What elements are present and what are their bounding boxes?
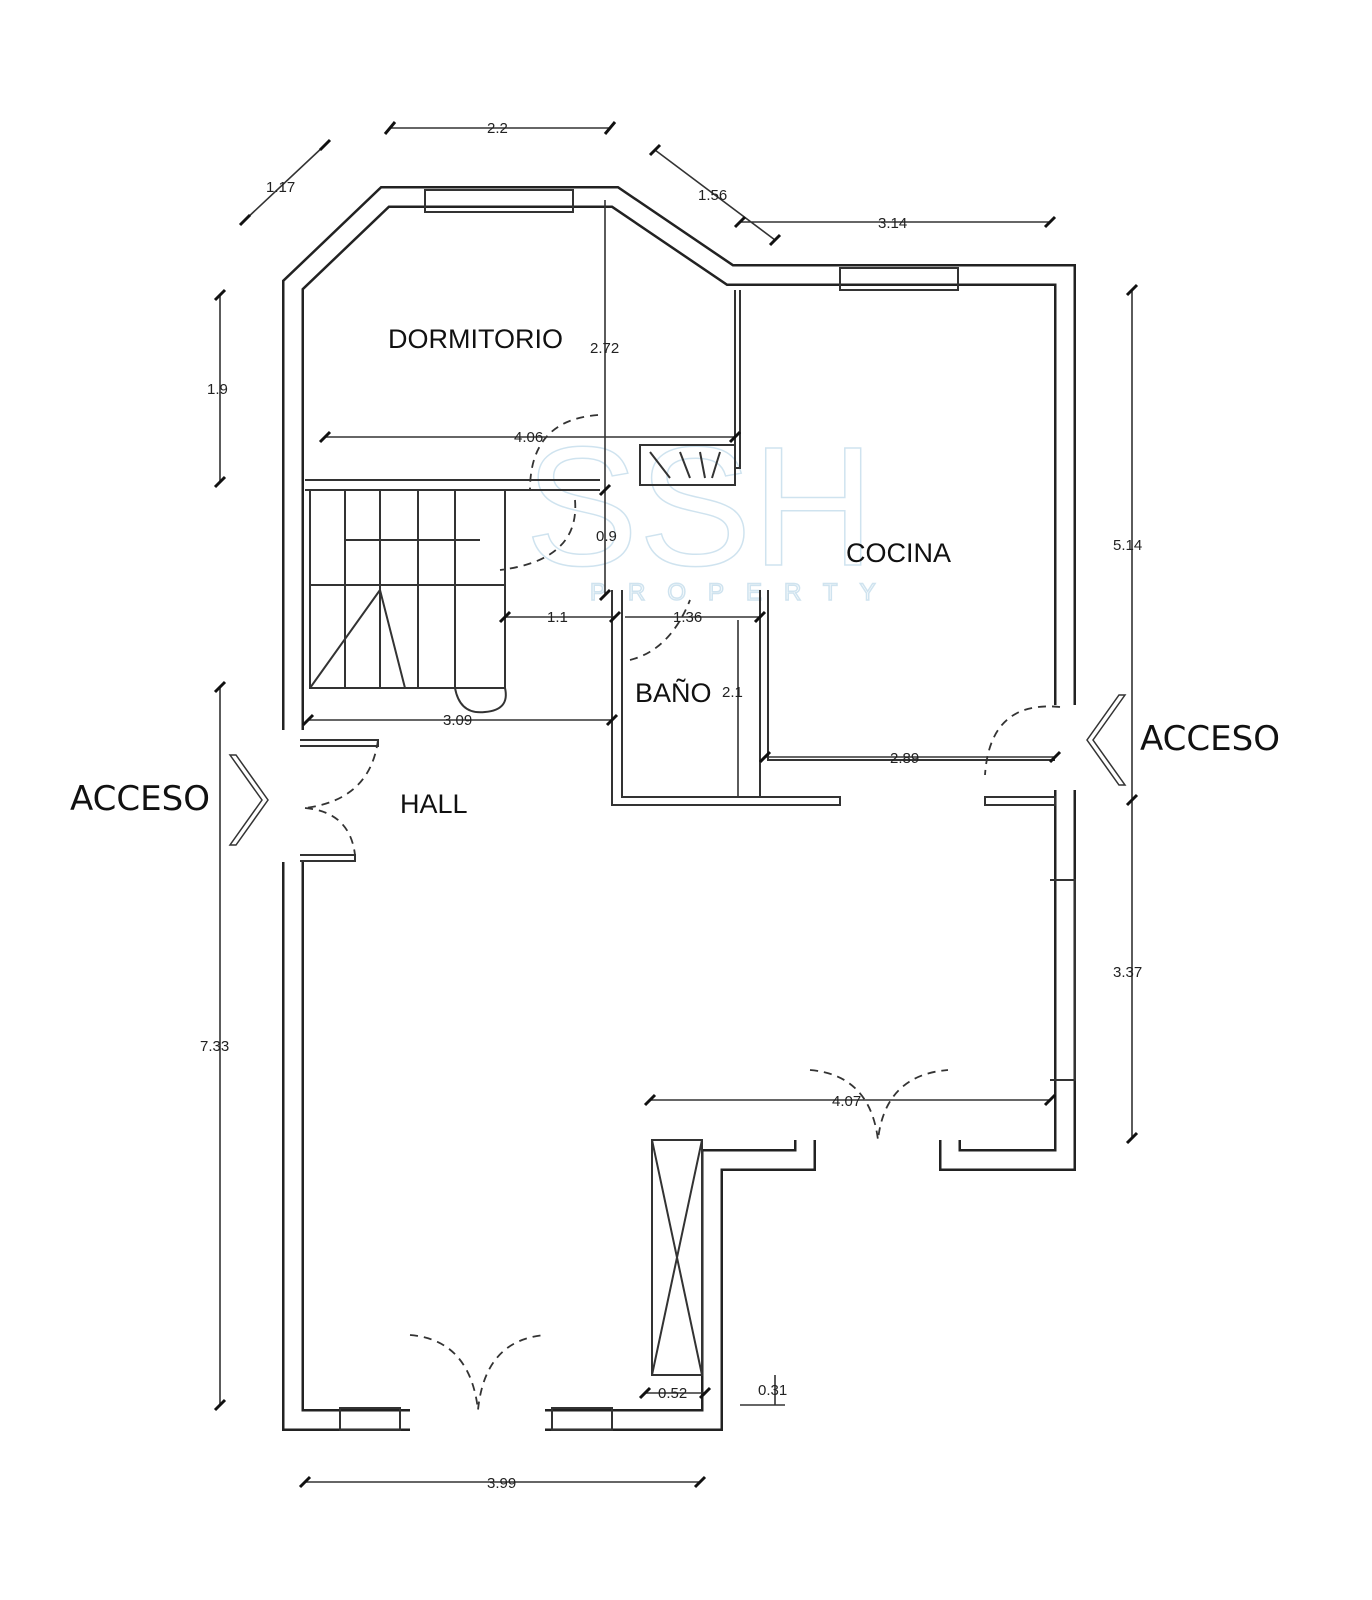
access-label-right: ACCESO: [1140, 719, 1280, 759]
dim-kitchen-top: 3.14: [878, 215, 907, 232]
room-label-cocina: COCINA: [846, 538, 951, 568]
dimension-lines: [213, 121, 1139, 1489]
dim-bedroom-height: 2.72: [590, 340, 619, 357]
dim-bath-width: 1.36: [673, 609, 702, 626]
dimension-labels: 2.2 1.17 1.56 3.14 2.72 1.9 4.06 0.9 1.1…: [200, 120, 1142, 1492]
svg-text:SSH: SSH: [525, 412, 875, 602]
dim-kitchen-width: 2.89: [890, 750, 919, 767]
dim-bedroom-right-diag: 1.56: [698, 187, 727, 204]
access-arrow-right-icon: [1086, 694, 1127, 786]
exterior-walls: [282, 186, 1076, 1431]
dim-pillar: 0.52: [658, 1385, 687, 1402]
dim-kitchen-height: 5.14: [1113, 537, 1142, 554]
dim-bath-height: 2.1: [722, 684, 743, 701]
dim-top-bedroom: 2.2: [487, 120, 508, 137]
dim-right-lower: 3.37: [1113, 964, 1142, 981]
room-label-dormitorio: DORMITORIO: [388, 324, 563, 354]
dim-wall: 0.31: [758, 1382, 787, 1399]
dim-corridor: 0.9: [596, 528, 617, 545]
access-label-left: ACCESO: [70, 779, 210, 819]
room-label-hall: HALL: [400, 789, 468, 819]
dim-bottom: 3.99: [487, 1475, 516, 1492]
dim-bedroom-width: 4.06: [514, 429, 543, 446]
dim-landing: 1.1: [547, 609, 568, 626]
dim-bedroom-left: 1.9: [207, 381, 228, 398]
access-arrow-left-icon: [228, 754, 269, 846]
dim-bedroom-left-diag: 1.17: [266, 179, 295, 196]
svg-text:PROPERTY: PROPERTY: [590, 579, 898, 606]
room-label-bano: BAÑO: [635, 677, 712, 708]
dim-left-total: 7.33: [200, 1038, 229, 1055]
dim-stair-width: 3.09: [443, 712, 472, 729]
interior-walls: [305, 189, 1076, 1431]
dim-lower-width: 4.07: [832, 1093, 861, 1110]
watermark-logo: SSH PROPERTY: [524, 411, 898, 607]
